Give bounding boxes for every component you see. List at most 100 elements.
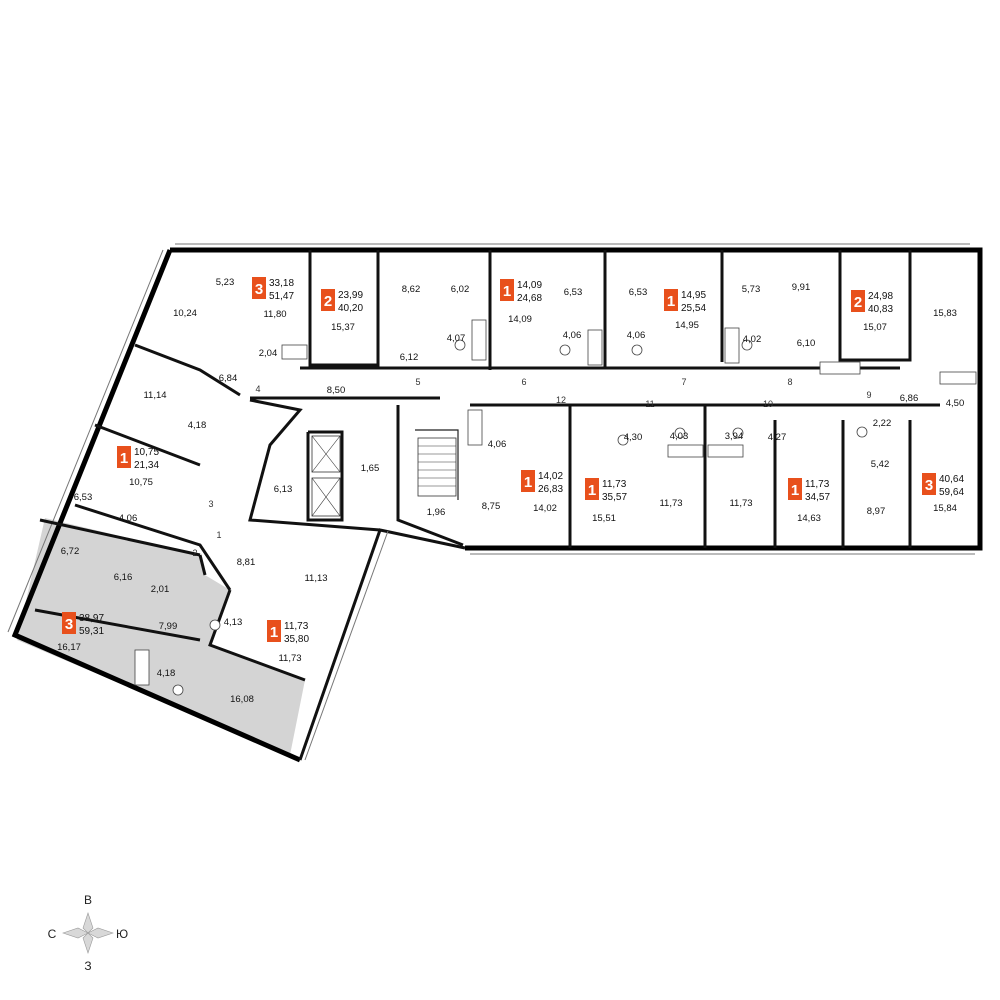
room-area: 4,13 xyxy=(224,617,243,628)
svg-text:1: 1 xyxy=(524,474,532,491)
apartment-badge[interactable]: 1 14,09 24,68 xyxy=(500,279,542,304)
svg-text:35,57: 35,57 xyxy=(602,492,627,503)
room-area: 1,65 xyxy=(361,463,380,474)
room-area: 15,51 xyxy=(592,513,616,524)
room-area: 4,18 xyxy=(188,420,207,431)
apartment-badge[interactable]: 1 11,73 34,57 xyxy=(788,478,830,503)
svg-text:24,68: 24,68 xyxy=(517,293,542,304)
apartment-badge[interactable]: 3 33,18 51,47 xyxy=(252,277,294,302)
room-area: 8,50 xyxy=(327,385,346,396)
room-area: 16,08 xyxy=(230,694,254,705)
svg-text:38,97: 38,97 xyxy=(79,613,104,624)
svg-text:59,31: 59,31 xyxy=(79,626,104,637)
room-area: 4,06 xyxy=(119,513,138,524)
svg-text:24,98: 24,98 xyxy=(868,291,893,302)
svg-text:2: 2 xyxy=(324,293,332,310)
svg-text:1: 1 xyxy=(791,482,799,499)
elevators xyxy=(311,435,341,517)
compass-east: Ю xyxy=(116,927,128,941)
svg-text:1: 1 xyxy=(588,482,596,499)
room-area: 4,06 xyxy=(488,439,507,450)
room-area: 6,02 xyxy=(451,284,470,295)
svg-text:10,75: 10,75 xyxy=(134,447,159,458)
apartment-badge[interactable]: 3 40,64 59,64 xyxy=(922,473,964,498)
room-area: 6,86 xyxy=(900,393,919,404)
room-area: 2,04 xyxy=(259,348,278,359)
svg-text:23,99: 23,99 xyxy=(338,290,363,301)
room-area: 4,02 xyxy=(743,334,762,345)
door-number: 12 xyxy=(556,395,566,405)
apartment-badge[interactable]: 3 38,97 59,31 xyxy=(62,612,104,637)
svg-text:14,95: 14,95 xyxy=(681,290,706,301)
svg-text:11,73: 11,73 xyxy=(805,479,830,490)
room-area: 3,94 xyxy=(725,431,744,442)
compass-south: З xyxy=(84,959,91,973)
interior-walls xyxy=(34,250,940,682)
door-number: 4 xyxy=(255,384,260,394)
room-area: 14,95 xyxy=(675,320,699,331)
svg-text:1: 1 xyxy=(667,293,675,310)
room-area: 15,07 xyxy=(863,322,887,333)
door-number: 7 xyxy=(681,377,686,387)
door-number: 8 xyxy=(787,377,792,387)
room-area: 15,37 xyxy=(331,322,355,333)
svg-text:3: 3 xyxy=(65,616,73,633)
svg-text:14,09: 14,09 xyxy=(517,280,542,291)
room-area: 4,50 xyxy=(946,398,965,409)
room-area: 6,72 xyxy=(61,546,80,557)
svg-text:3: 3 xyxy=(925,477,933,494)
room-area: 6,84 xyxy=(219,373,238,384)
apartment-badge[interactable]: 1 14,02 26,83 xyxy=(521,470,563,495)
room-area: 4,30 xyxy=(624,432,643,443)
apartment-badge[interactable]: 1 14,95 25,54 xyxy=(664,289,706,314)
svg-text:59,64: 59,64 xyxy=(939,487,964,498)
room-area: 11,73 xyxy=(278,653,301,664)
door-number: 9 xyxy=(866,390,871,400)
svg-text:25,54: 25,54 xyxy=(681,303,706,314)
room-area: 8,97 xyxy=(867,506,886,517)
svg-text:11,73: 11,73 xyxy=(284,621,309,632)
room-area: 8,75 xyxy=(482,501,501,512)
svg-text:11,73: 11,73 xyxy=(602,479,627,490)
room-area: 14,63 xyxy=(797,513,821,524)
apartment-badge[interactable]: 2 24,98 40,83 xyxy=(851,290,893,315)
room-area: 6,53 xyxy=(74,492,93,503)
door-number: 10 xyxy=(763,399,773,409)
door-number: 5 xyxy=(415,377,420,387)
room-area: 6,53 xyxy=(629,287,648,298)
compass-west: С xyxy=(48,927,57,941)
room-area: 14,02 xyxy=(533,503,557,514)
apartment-badge[interactable]: 1 10,75 21,34 xyxy=(117,446,159,471)
apartment-badge[interactable]: 2 23,99 40,20 xyxy=(321,289,363,314)
room-area: 9,91 xyxy=(792,282,811,293)
room-area: 4,06 xyxy=(627,330,646,341)
apartment-badge[interactable]: 1 11,73 35,80 xyxy=(267,620,309,645)
room-area: 15,84 xyxy=(933,503,957,514)
apartment-badge[interactable]: 1 11,73 35,57 xyxy=(585,478,627,503)
room-area: 4,07 xyxy=(447,333,466,344)
room-area: 6,53 xyxy=(564,287,583,298)
svg-text:34,57: 34,57 xyxy=(805,492,830,503)
svg-text:1: 1 xyxy=(120,450,128,467)
svg-text:14,02: 14,02 xyxy=(538,471,563,482)
room-area: 4,06 xyxy=(563,330,582,341)
room-area: 2,22 xyxy=(873,418,892,429)
door-number: 1 xyxy=(216,530,221,540)
sanitary-fixtures xyxy=(134,319,977,696)
room-area: 11,80 xyxy=(263,309,286,320)
door-number: 11 xyxy=(645,399,654,409)
room-area: 14,09 xyxy=(508,314,532,325)
svg-text:2: 2 xyxy=(854,294,862,311)
svg-text:40,20: 40,20 xyxy=(338,303,363,314)
svg-text:33,18: 33,18 xyxy=(269,278,294,289)
svg-text:1: 1 xyxy=(270,624,278,641)
door-number: 6 xyxy=(521,377,526,387)
room-area: 11,73 xyxy=(729,498,752,509)
selected-apartment-highlight[interactable] xyxy=(17,518,305,755)
room-area: 1,96 xyxy=(427,507,446,518)
room-area: 6,12 xyxy=(400,352,419,363)
compass-north: В xyxy=(84,893,92,907)
room-area: 8,62 xyxy=(402,284,421,295)
door-number: 3 xyxy=(208,499,213,509)
